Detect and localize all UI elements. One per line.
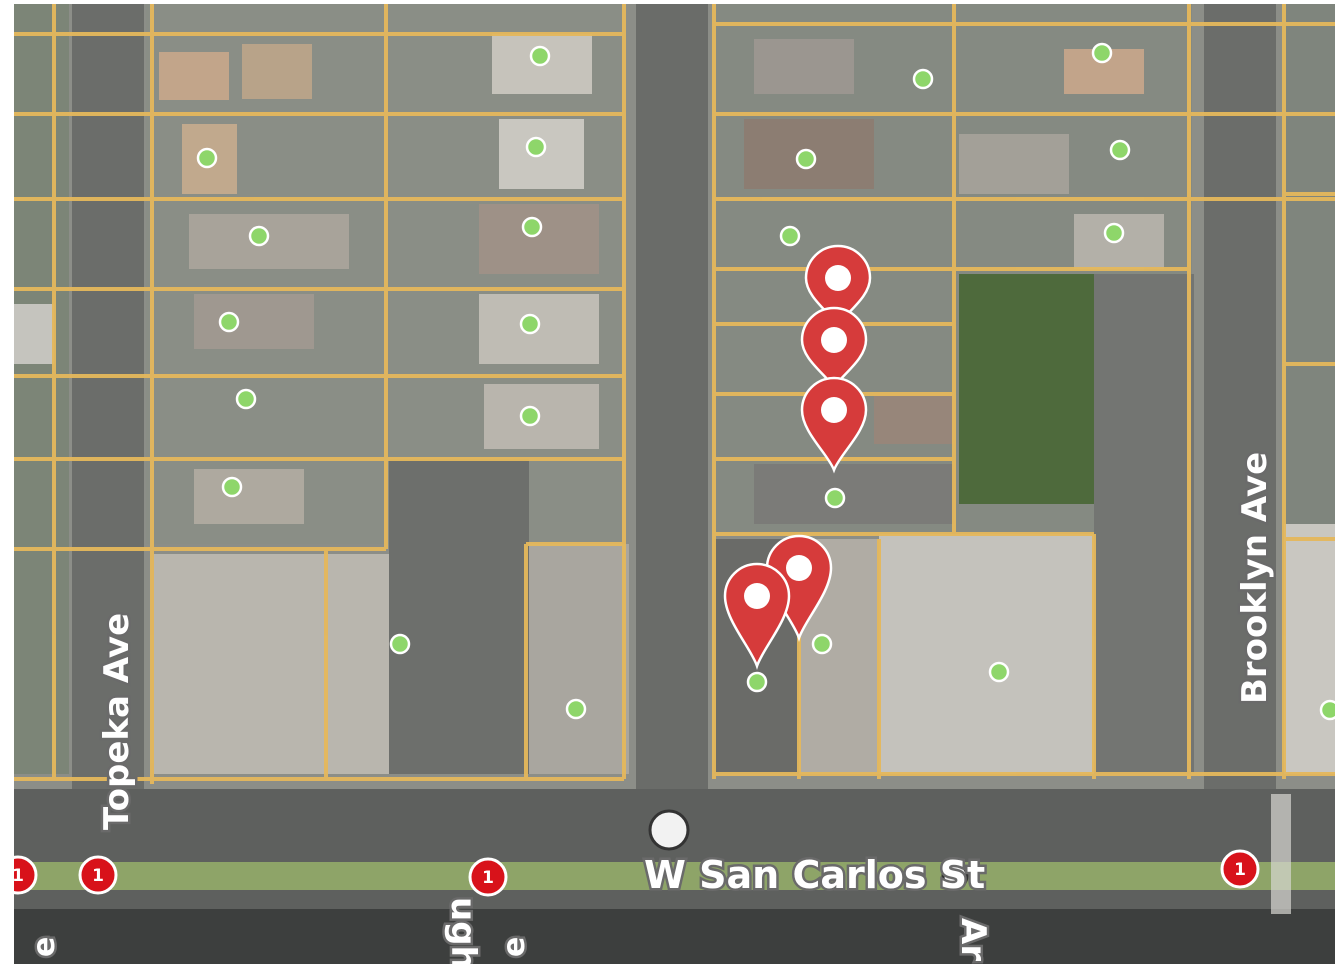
route-badge-circle bbox=[1220, 849, 1260, 889]
parcel-dot[interactable] bbox=[519, 405, 541, 427]
median-strip bbox=[14, 862, 1335, 890]
trees-east bbox=[959, 274, 1094, 504]
street-label-topeka: Topeka Ave bbox=[97, 613, 137, 830]
parcel-line-h9 bbox=[1284, 192, 1335, 541]
parcel-dot[interactable] bbox=[988, 661, 1010, 683]
roof-9 bbox=[479, 294, 599, 364]
pin-center bbox=[786, 555, 812, 581]
parcel-line-h4 bbox=[14, 267, 1189, 291]
parcel-dot[interactable] bbox=[389, 633, 411, 655]
location-markers bbox=[723, 244, 872, 670]
street-vaughn-road bbox=[636, 4, 708, 794]
street-label-w-san-carlos: W San Carlos St bbox=[644, 853, 985, 897]
map-pin-icon[interactable] bbox=[800, 306, 868, 391]
roof-15 bbox=[959, 134, 1069, 194]
parcel-dot[interactable] bbox=[529, 45, 551, 67]
parcel-dot[interactable] bbox=[196, 147, 218, 169]
streets bbox=[14, 4, 1335, 964]
route-badge-label: 1 bbox=[92, 866, 104, 886]
parcel-line-h8 bbox=[14, 772, 1335, 781]
roof-2 bbox=[242, 44, 312, 99]
route-badge-circle bbox=[468, 857, 508, 897]
map-pin-icon[interactable] bbox=[723, 562, 791, 670]
parcel-boundaries bbox=[14, 4, 1335, 784]
route-badge-label: 1 bbox=[1234, 860, 1246, 880]
transit-stop-circle[interactable] bbox=[648, 809, 690, 851]
route-badge-circle bbox=[14, 855, 38, 895]
parcel-dot[interactable] bbox=[519, 313, 541, 335]
street-label-partial-e-west: e bbox=[27, 937, 62, 957]
map-pin-icon[interactable] bbox=[804, 244, 872, 329]
roof-18 bbox=[1284, 524, 1335, 774]
street-label-partial-e-center: e bbox=[497, 937, 532, 957]
route-badge-label: 1 bbox=[14, 866, 24, 886]
route-badges: 1 1 1 1 bbox=[14, 849, 1260, 897]
transit-stop-circle-2[interactable] bbox=[941, 862, 969, 890]
roof-8 bbox=[194, 294, 314, 349]
pin-body bbox=[800, 376, 868, 474]
roof-7 bbox=[189, 214, 349, 269]
route-badge[interactable]: 1 bbox=[1220, 849, 1260, 889]
parking-lot-2 bbox=[1094, 274, 1194, 774]
map-view[interactable]: 1 1 1 1 W San Carlos St Brooklyn Ave Top… bbox=[14, 4, 1335, 964]
street-labels: W San Carlos St Brooklyn Ave Topeka Ave … bbox=[25, 449, 1278, 964]
parcel-line-h7 bbox=[14, 532, 1094, 551]
parcel-dot[interactable] bbox=[1319, 699, 1335, 721]
map-pin-icon[interactable] bbox=[800, 376, 868, 474]
street-topeka-road bbox=[72, 4, 144, 794]
route-badge[interactable]: 1 bbox=[468, 857, 508, 897]
roof-17 bbox=[874, 394, 954, 444]
parcel-dot[interactable] bbox=[248, 225, 270, 247]
bottom-white-strip bbox=[0, 964, 530, 976]
roof-13 bbox=[754, 39, 854, 94]
roof-6 bbox=[479, 204, 599, 274]
parcel-dot[interactable] bbox=[795, 148, 817, 170]
parcel-dots bbox=[196, 42, 1335, 721]
parcel-dot[interactable] bbox=[1103, 222, 1125, 244]
parcel-dot[interactable] bbox=[235, 388, 257, 410]
parcel-dot[interactable] bbox=[779, 225, 801, 247]
street-label-brooklyn: Brooklyn Ave bbox=[1235, 452, 1275, 704]
transit-stops bbox=[648, 809, 969, 890]
pin-center bbox=[821, 327, 847, 353]
south-frontage bbox=[14, 909, 1335, 964]
parcel-dot[interactable] bbox=[218, 311, 240, 333]
route-badge[interactable]: 1 bbox=[78, 855, 118, 895]
parcel-dot[interactable] bbox=[824, 487, 846, 509]
lot-west bbox=[154, 554, 389, 774]
parcel-dot[interactable] bbox=[1091, 42, 1113, 64]
satellite-map[interactable]: 1 1 1 1 W San Carlos St Brooklyn Ave Top… bbox=[14, 4, 1335, 964]
parcel-dot[interactable] bbox=[912, 68, 934, 90]
parcel-dot[interactable] bbox=[525, 136, 547, 158]
pin-center bbox=[744, 583, 770, 609]
block-1 bbox=[14, 4, 69, 774]
crosswalk bbox=[1271, 794, 1291, 914]
route-badge-label: 1 bbox=[482, 868, 494, 888]
roof-10 bbox=[484, 384, 599, 449]
parking-lot-1 bbox=[389, 459, 529, 774]
parcel-dot[interactable] bbox=[521, 216, 543, 238]
pin-center bbox=[821, 397, 847, 423]
roof-1 bbox=[159, 52, 229, 100]
route-badge[interactable]: 1 bbox=[14, 855, 38, 895]
lot-east-3 bbox=[879, 534, 1094, 774]
street-label-vaughn-partial: ugh bbox=[443, 897, 483, 964]
street-label-arleta-partial: Ar bbox=[953, 918, 993, 961]
parcel-dot[interactable] bbox=[565, 698, 587, 720]
roof-11 bbox=[194, 469, 304, 524]
pin-center bbox=[825, 265, 851, 291]
parcel-line-h1 bbox=[14, 22, 1335, 36]
pin-body bbox=[723, 562, 791, 670]
lot-center bbox=[529, 544, 629, 774]
parcel-dot[interactable] bbox=[811, 633, 833, 655]
parcel-dot[interactable] bbox=[221, 476, 243, 498]
parcel-dot[interactable] bbox=[746, 671, 768, 693]
street-brooklyn-road bbox=[1204, 4, 1276, 794]
route-badge-circle bbox=[78, 855, 118, 895]
roof-19 bbox=[14, 304, 54, 364]
parcel-dot[interactable] bbox=[1109, 139, 1131, 161]
roof-20 bbox=[754, 464, 954, 524]
